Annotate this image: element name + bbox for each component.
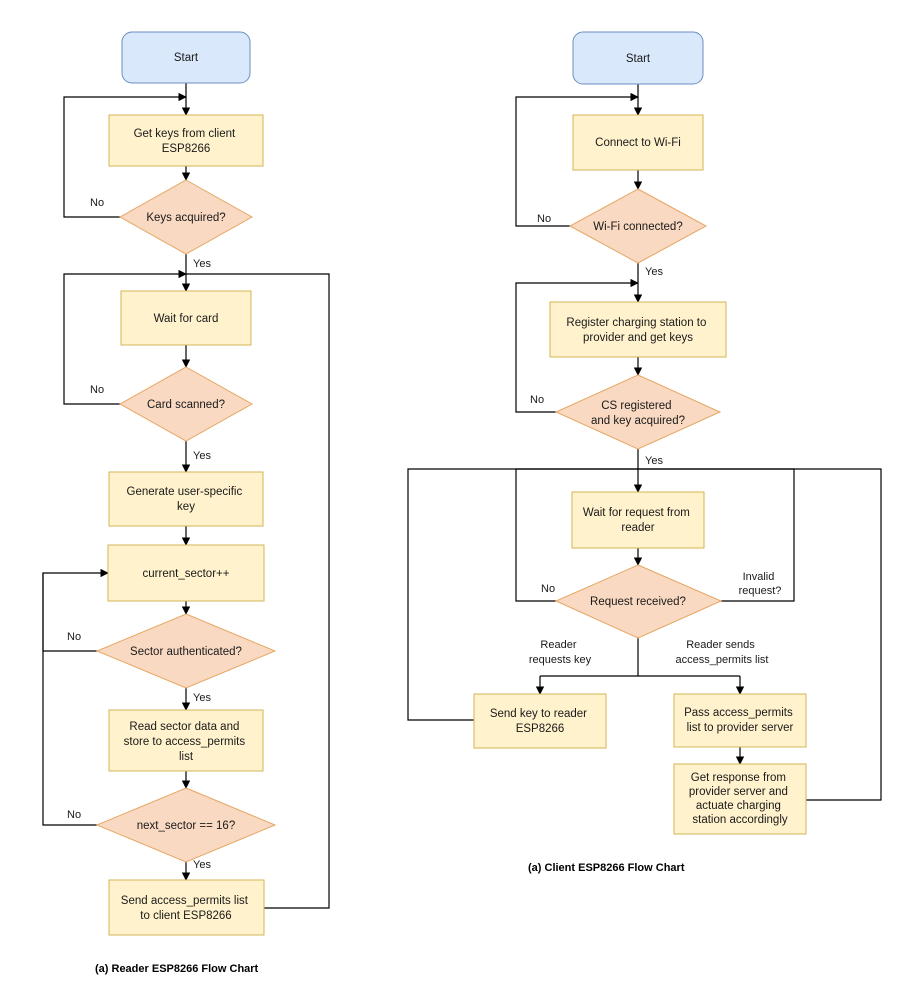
client-start-node: Start xyxy=(572,31,704,85)
reader-label-no-next: No xyxy=(67,809,81,821)
reader-send-list-label: Send access_permits list to client ESP82… xyxy=(121,895,251,922)
client-send-key-node: Send key to reader ESP8266 xyxy=(473,693,607,749)
reader-next-sector-label: next_sector == 16? xyxy=(137,820,235,832)
edge-wifi-no-loop xyxy=(515,92,639,227)
reader-keys-acquired-decision: Keys acquired? xyxy=(118,179,254,255)
client-label-invalid-request: Invalid request? xyxy=(739,571,782,597)
client-label-no-wifi: No xyxy=(537,213,551,225)
edge-cs-no-loop xyxy=(515,278,639,413)
client-wifi-connected-decision: Wi-Fi connected? xyxy=(568,188,708,264)
client-cs-registered-decision: CS registered and key acquired? xyxy=(554,374,722,450)
client-get-response-label: Get response from provider server and ac… xyxy=(689,772,791,826)
reader-get-keys-node: Get keys from client ESP8266 xyxy=(108,114,264,167)
client-pass-list-node: Pass access_permits list to provider ser… xyxy=(673,693,807,748)
reader-flowchart: Start Get keys from client ESP8266 Keys … xyxy=(42,31,330,975)
client-request-received-decision: Request received? xyxy=(554,564,723,639)
reader-caption: (a) Reader ESP8266 Flow Chart xyxy=(95,963,259,975)
client-caption: (a) Client ESP8266 Flow Chart xyxy=(528,862,685,874)
client-label-yes-wifi: Yes xyxy=(645,266,663,278)
reader-generate-key-label: Generate user-specific key xyxy=(127,486,246,513)
client-register-node: Register charging station to provider an… xyxy=(549,301,727,358)
client-label-reader-sends-list: Reader sends access_permits list xyxy=(676,639,769,666)
reader-start-node: Start xyxy=(121,31,251,84)
reader-wait-card-label: Wait for card xyxy=(154,313,219,325)
reader-sector-auth-decision: Sector authenticated? xyxy=(95,613,277,689)
edge-next-no-loop xyxy=(42,573,97,826)
reader-label-yes-next: Yes xyxy=(193,859,211,871)
edge-keys-no-loop xyxy=(63,92,187,218)
edge-send-key-loop xyxy=(407,468,638,721)
client-request-received-label: Request received? xyxy=(590,596,686,608)
client-connect-wifi-node: Connect to Wi-Fi xyxy=(572,114,704,171)
reader-label-no-card: No xyxy=(90,384,104,396)
reader-get-keys-label: Get keys from client ESP8266 xyxy=(134,128,239,155)
client-cs-registered-label: CS registered and key acquired? xyxy=(591,400,685,427)
reader-read-sector-node: Read sector data and store to access_per… xyxy=(108,709,264,772)
reader-label-no-sector: No xyxy=(67,631,81,643)
reader-start-label: Start xyxy=(174,52,199,64)
client-wifi-connected-label: Wi-Fi connected? xyxy=(593,221,682,233)
reader-keys-acquired-label: Keys acquired? xyxy=(146,212,225,224)
reader-label-yes-card: Yes xyxy=(193,450,211,462)
reader-wait-card-node: Wait for card xyxy=(120,290,252,346)
client-wait-request-label: Wait for request from reader xyxy=(583,507,693,534)
reader-generate-key-node: Generate user-specific key xyxy=(108,471,264,527)
client-pass-list-label: Pass access_permits list to provider ser… xyxy=(684,707,796,734)
client-label-yes-cs: Yes xyxy=(645,455,663,467)
client-wait-request-node: Wait for request from reader xyxy=(571,491,705,549)
client-label-no-cs: No xyxy=(530,394,544,406)
edge-get-response-loop xyxy=(638,468,882,801)
reader-read-sector-label: Read sector data and store to access_per… xyxy=(124,721,249,763)
reader-label-yes-keys: Yes xyxy=(193,258,211,270)
client-edges xyxy=(407,84,882,801)
client-connect-wifi-label: Connect to Wi-Fi xyxy=(595,137,681,149)
reader-current-sector-label: current_sector++ xyxy=(143,568,230,580)
client-label-no-request: No xyxy=(541,583,555,595)
reader-label-yes-sector: Yes xyxy=(193,692,211,704)
reader-card-scanned-label: Card scanned? xyxy=(147,399,225,411)
edge-send-loop-back xyxy=(186,273,330,909)
reader-edges xyxy=(42,83,330,909)
edge-card-no-loop xyxy=(63,269,187,405)
client-get-response-node: Get response from provider server and ac… xyxy=(673,763,807,835)
reader-current-sector-node: current_sector++ xyxy=(107,544,265,602)
client-flowchart: Start Connect to Wi-Fi Wi-Fi connected? … xyxy=(407,31,882,874)
reader-send-list-node: Send access_permits list to client ESP82… xyxy=(108,879,265,936)
reader-label-no-keys: No xyxy=(90,197,104,209)
reader-sector-auth-label: Sector authenticated? xyxy=(130,646,242,658)
client-label-reader-requests-key: Reader requests key xyxy=(529,639,592,666)
reader-next-sector-decision: next_sector == 16? xyxy=(95,787,277,863)
client-send-key-label: Send key to reader ESP8266 xyxy=(490,708,590,735)
client-start-label: Start xyxy=(626,53,651,65)
reader-card-scanned-decision: Card scanned? xyxy=(118,366,254,442)
client-register-label: Register charging station to provider an… xyxy=(566,317,709,344)
